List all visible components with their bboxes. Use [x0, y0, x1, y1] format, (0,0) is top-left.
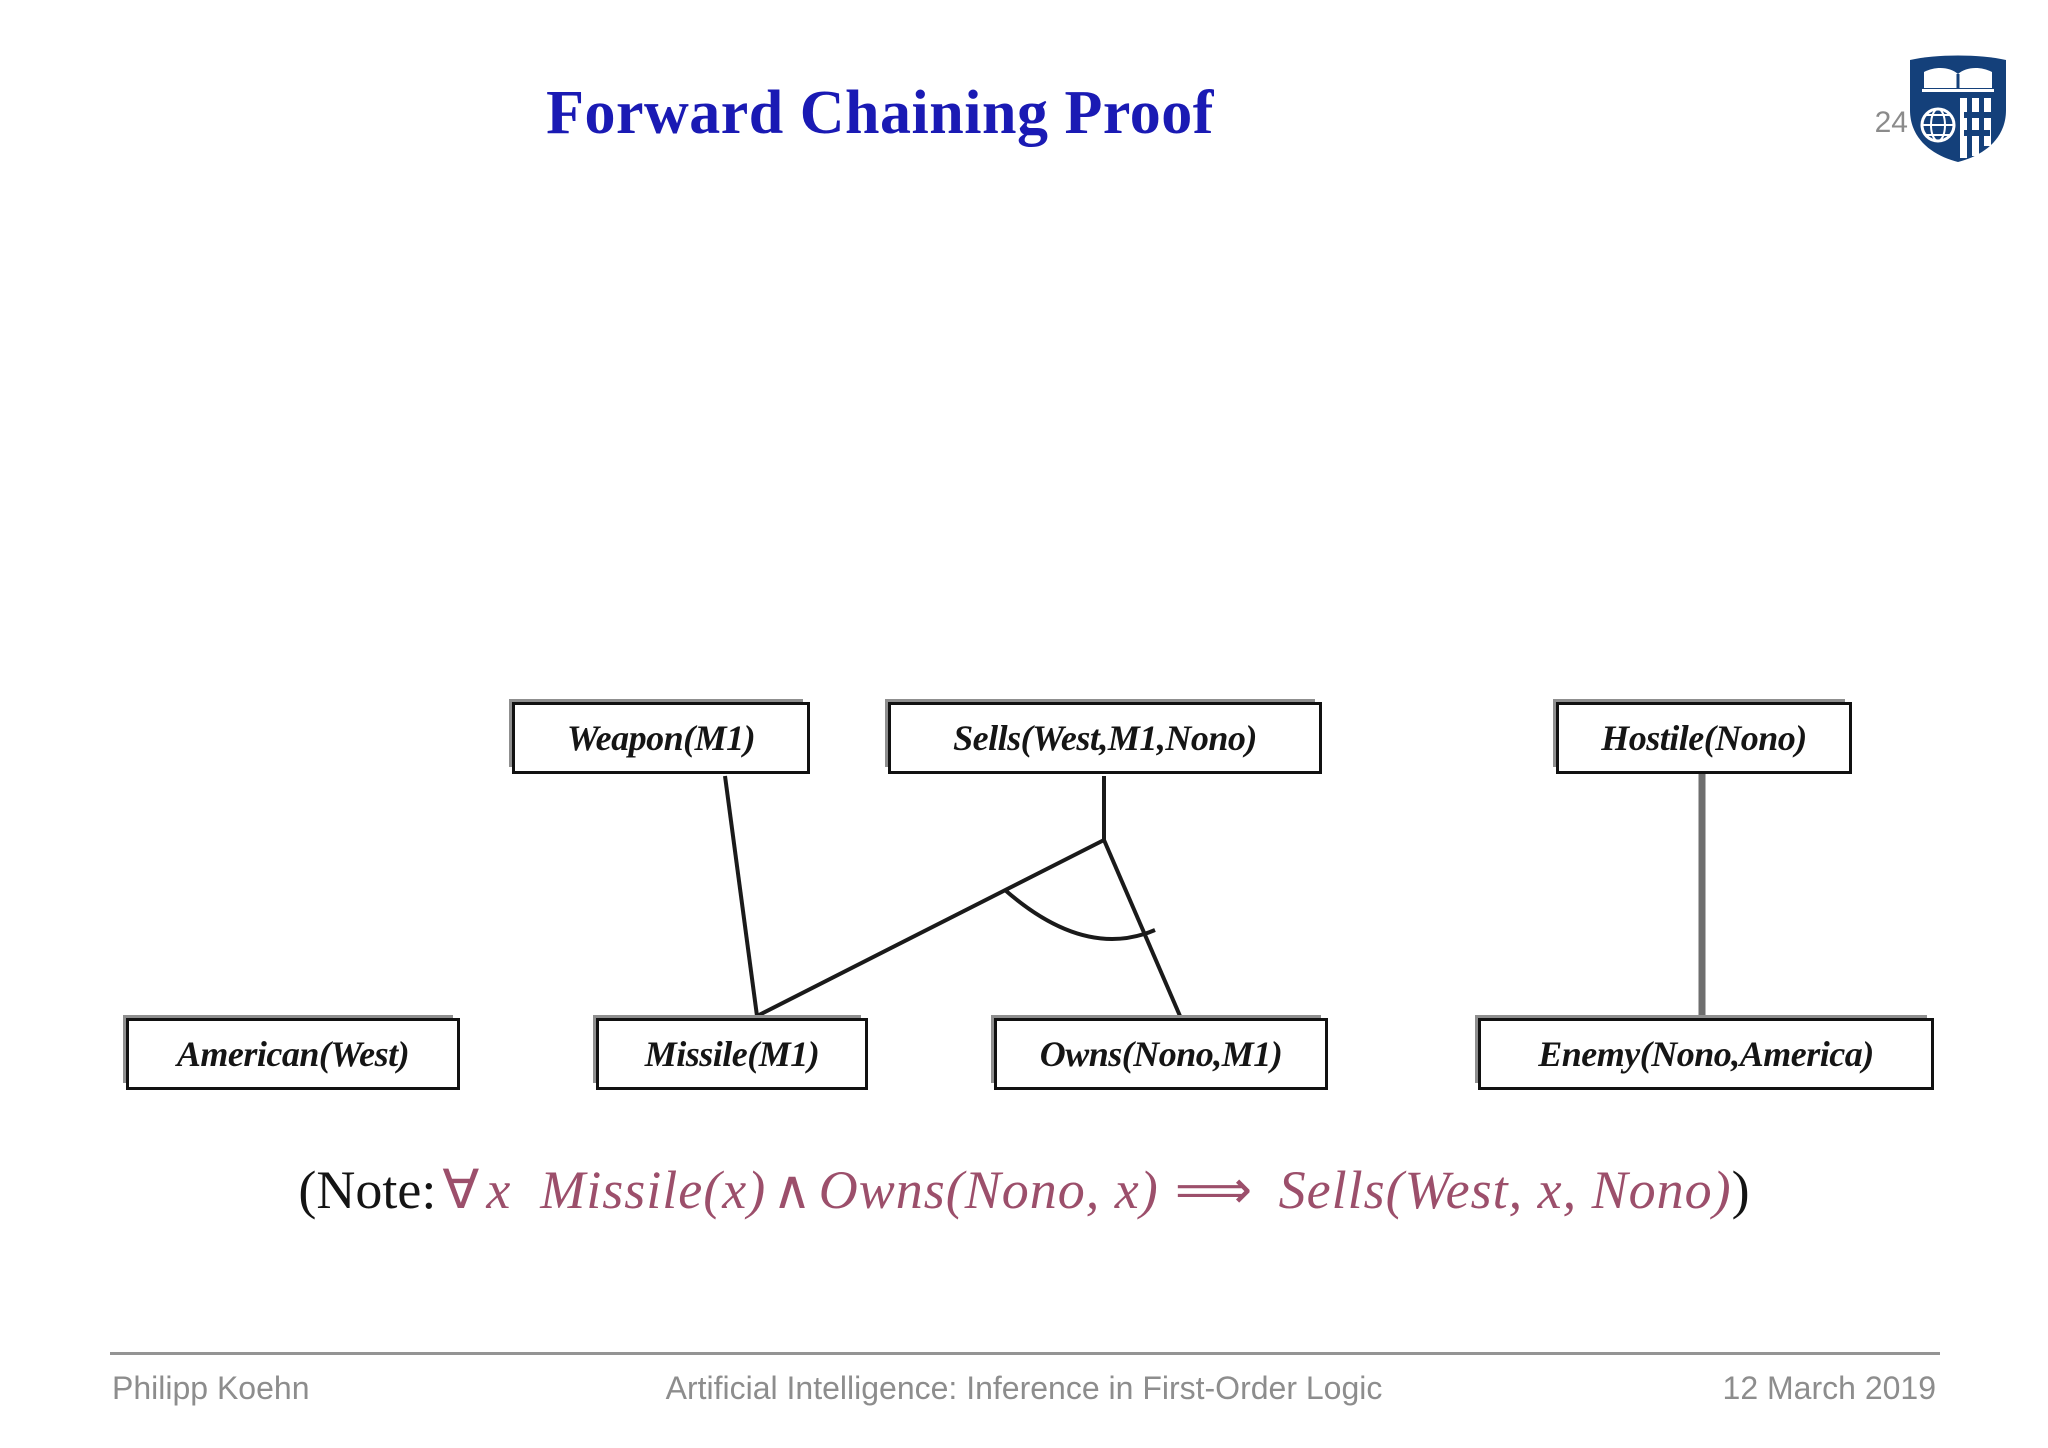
- node-sells: Sells(West,M1,Nono): [888, 702, 1322, 774]
- implies-symbol: ⟹: [1174, 1160, 1252, 1220]
- node-american: American(West): [126, 1018, 460, 1090]
- note-line: (Note:∀x Missile(x)∧Owns(Nono, x)⟹ Sells…: [0, 1158, 2048, 1221]
- edge-sells-missile: [756, 838, 1105, 1018]
- footer-course-title: Artificial Intelligence: Inference in Fi…: [665, 1370, 1383, 1406]
- page-title: Forward Chaining Proof: [546, 79, 1214, 147]
- note-antecedent-left: Missile(x): [540, 1160, 767, 1220]
- conjunction-arc: [1003, 888, 1156, 941]
- johns-hopkins-shield-logo: [1906, 52, 2010, 164]
- node-owns: Owns(Nono,M1): [994, 1018, 1328, 1090]
- note-variable: x: [486, 1160, 512, 1220]
- node-enemy: Enemy(Nono,America): [1478, 1018, 1934, 1090]
- note-antecedent-right: Owns(Nono, x): [818, 1160, 1159, 1220]
- note-prefix: (Note:: [298, 1160, 437, 1220]
- note-suffix: ): [1731, 1160, 1750, 1220]
- node-weapon: Weapon(M1): [512, 702, 810, 774]
- forall-symbol: ∀: [442, 1160, 481, 1220]
- footer-date: 12 March 2019: [1722, 1370, 1936, 1406]
- node-hostile: Hostile(Nono): [1556, 702, 1852, 774]
- note-consequent: Sells(West, x, Nono): [1278, 1160, 1732, 1220]
- footer-divider: [110, 1352, 1940, 1355]
- edge-weapon-missile: [723, 775, 759, 1017]
- footer-author: Philipp Koehn: [112, 1370, 310, 1406]
- edge-sells-owns: [1102, 839, 1182, 1017]
- node-missile: Missile(M1): [596, 1018, 868, 1090]
- and-symbol: ∧: [772, 1160, 813, 1220]
- page-number: 24: [1874, 106, 1908, 139]
